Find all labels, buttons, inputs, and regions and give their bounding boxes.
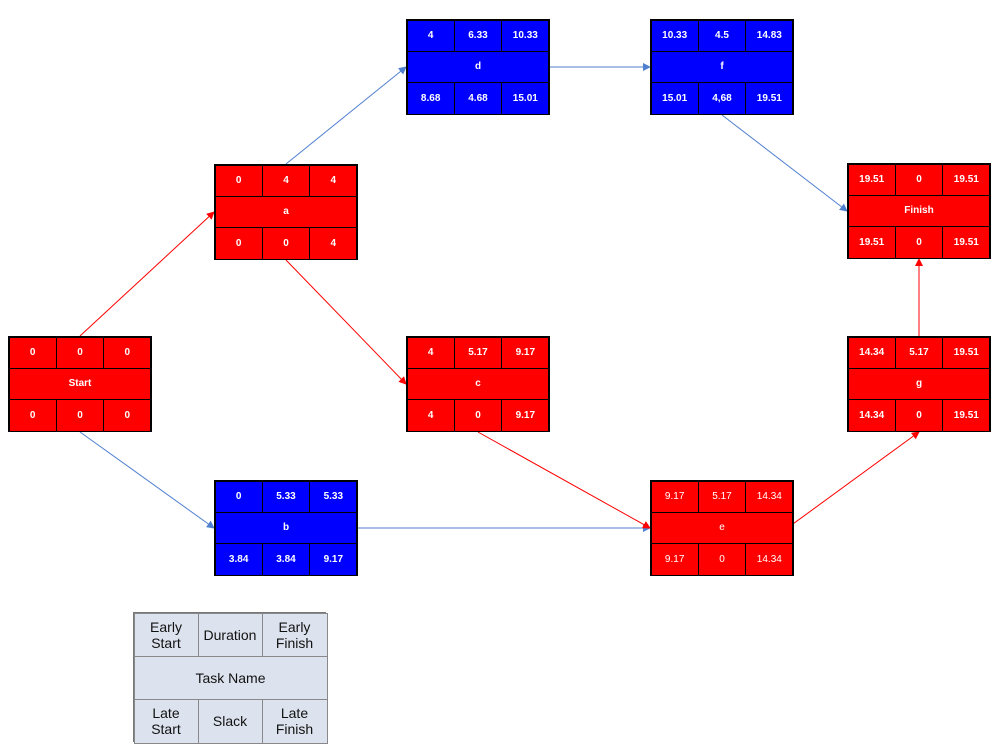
arrow-start-to-a xyxy=(79,211,215,337)
slack: 0 xyxy=(261,227,311,260)
early-finish: 19.51 xyxy=(942,163,991,196)
early-finish: 19.51 xyxy=(942,336,991,369)
node-e[interactable]: 9.17 5.17 14.34 e 9.17 0 14.34 xyxy=(650,480,794,576)
early-start: 0 xyxy=(214,164,263,197)
task-name: g xyxy=(847,367,991,401)
early-start: 10.33 xyxy=(650,19,699,52)
task-name: c xyxy=(406,367,550,401)
duration: 6.33 xyxy=(453,19,503,52)
late-start: 3.84 xyxy=(214,543,263,576)
early-start: 0 xyxy=(8,336,57,369)
legend-slack: Slack xyxy=(197,698,263,744)
late-finish: 19.51 xyxy=(942,226,991,259)
late-finish: 19.51 xyxy=(942,399,991,432)
arrow-a-to-d xyxy=(285,66,407,165)
arrow-a-to-c xyxy=(285,259,407,385)
early-start: 4 xyxy=(406,19,455,52)
early-start: 19.51 xyxy=(847,163,896,196)
task-name: Finish xyxy=(847,194,991,228)
late-start: 0 xyxy=(8,399,57,432)
node-c[interactable]: 4 5.17 9.17 c 4 0 9.17 xyxy=(406,336,550,432)
early-finish: 14.34 xyxy=(745,480,794,513)
legend-duration: Duration xyxy=(197,612,263,657)
node-start[interactable]: 0 0 0 Start 0 0 0 xyxy=(8,336,152,432)
late-finish: 19.51 xyxy=(745,82,794,115)
late-finish: 9.17 xyxy=(309,543,358,576)
slack: 0 xyxy=(453,399,503,432)
early-start: 4 xyxy=(406,336,455,369)
task-name: Start xyxy=(8,367,152,401)
task-name: a xyxy=(214,195,358,229)
duration: 0 xyxy=(894,163,944,196)
duration: 5.17 xyxy=(894,336,944,369)
late-start: 8.68 xyxy=(406,82,455,115)
duration: 4.5 xyxy=(697,19,747,52)
late-finish: 14.34 xyxy=(745,543,794,576)
early-finish: 4 xyxy=(309,164,358,197)
arrow-e-to-g xyxy=(793,431,920,524)
task-name: b xyxy=(214,511,358,545)
early-finish: 5.33 xyxy=(309,480,358,513)
early-start: 0 xyxy=(214,480,263,513)
legend-late-finish: Late Finish xyxy=(261,698,328,744)
node-d[interactable]: 4 6.33 10.33 d 8.68 4.68 15.01 xyxy=(406,19,550,115)
node-finish[interactable]: 19.51 0 19.51 Finish 19.51 0 19.51 xyxy=(847,163,991,259)
duration: 5.17 xyxy=(453,336,503,369)
late-finish: 4 xyxy=(309,227,358,260)
early-start: 9.17 xyxy=(650,480,699,513)
arrow-start-to-b xyxy=(79,431,215,529)
arrow-f-to-finish xyxy=(721,114,848,212)
slack: 4.68 xyxy=(453,82,503,115)
legend-late-start: Late Start xyxy=(133,698,199,744)
task-name: e xyxy=(650,511,794,545)
node-g[interactable]: 14.34 5.17 19.51 g 14.34 0 19.51 xyxy=(847,336,991,432)
task-name: d xyxy=(406,50,550,84)
slack: 0 xyxy=(55,399,105,432)
early-finish: 14.83 xyxy=(745,19,794,52)
duration: 5.17 xyxy=(697,480,747,513)
slack: 0 xyxy=(894,226,944,259)
late-start: 0 xyxy=(214,227,263,260)
node-f[interactable]: 10.33 4.5 14.83 f 15.01 4,68 19.51 xyxy=(650,19,794,115)
early-finish: 0 xyxy=(103,336,152,369)
node-a[interactable]: 0 4 4 a 0 0 4 xyxy=(214,164,358,260)
late-finish: 15.01 xyxy=(501,82,550,115)
late-finish: 0 xyxy=(103,399,152,432)
late-start: 4 xyxy=(406,399,455,432)
legend-early-finish: Early Finish xyxy=(261,612,328,657)
node-b[interactable]: 0 5.33 5.33 b 3.84 3.84 9.17 xyxy=(214,480,358,576)
late-finish: 9.17 xyxy=(501,399,550,432)
slack: 0 xyxy=(894,399,944,432)
late-start: 19.51 xyxy=(847,226,896,259)
slack: 0 xyxy=(697,543,747,576)
legend-early-start: Early Start xyxy=(133,612,199,657)
legend-key: Early Start Duration Early Finish Task N… xyxy=(133,612,328,744)
duration: 5.33 xyxy=(261,480,311,513)
late-start: 14.34 xyxy=(847,399,896,432)
duration: 0 xyxy=(55,336,105,369)
early-finish: 9.17 xyxy=(501,336,550,369)
late-start: 9.17 xyxy=(650,543,699,576)
duration: 4 xyxy=(261,164,311,197)
task-name: f xyxy=(650,50,794,84)
legend-task-name: Task Name xyxy=(133,655,328,700)
early-start: 14.34 xyxy=(847,336,896,369)
slack: 4,68 xyxy=(697,82,747,115)
early-finish: 10.33 xyxy=(501,19,550,52)
late-start: 15.01 xyxy=(650,82,699,115)
arrow-c-to-e xyxy=(477,431,651,529)
slack: 3.84 xyxy=(261,543,311,576)
